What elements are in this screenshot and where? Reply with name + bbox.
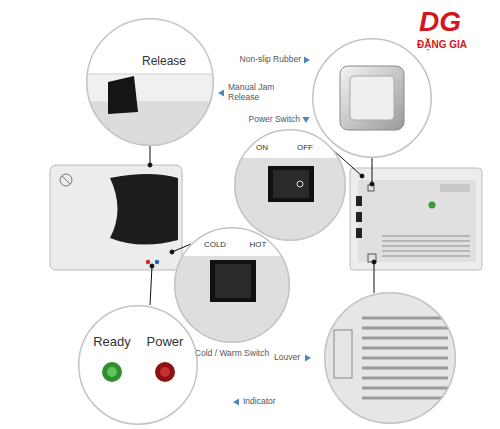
louver-closeup: [324, 292, 456, 424]
callout-ground: [78, 18, 456, 425]
laminator-back: [350, 168, 482, 270]
indicator-callout: ReadyPowerIndicator: [78, 305, 198, 425]
louver-callout: Louver: [324, 292, 456, 424]
rubber-foot-closeup: [340, 66, 404, 130]
callout-label: Non-slip Rubber: [240, 55, 301, 65]
callout-outline: [87, 19, 214, 146]
callout-outline: [325, 293, 456, 424]
callout-circle: [78, 305, 198, 425]
rubber-callout: Non-slip Rubber: [312, 38, 432, 158]
power-switch-closeup: [232, 158, 348, 248]
callout-label: Indicator: [243, 397, 276, 407]
callout-circle: [174, 227, 290, 343]
callout-outline: [175, 228, 290, 343]
logo-mark: DG: [419, 6, 461, 38]
switch-state: ON: [256, 143, 268, 152]
callout-circle: [312, 38, 432, 158]
release-closeup: [86, 74, 216, 152]
lamp-label: Ready: [93, 335, 131, 350]
heat-switch-closeup: [174, 256, 290, 346]
callout-outline: [79, 306, 198, 425]
power-switch-callout: Power SwitchONOFF: [234, 129, 346, 241]
laminator-front: [50, 165, 182, 270]
switch-state: HOT: [250, 240, 267, 249]
part-label: Release: [142, 55, 186, 69]
release-callout: ReleaseManual Jam Release: [86, 18, 214, 146]
callout-circle: [324, 292, 456, 424]
callout-outline: [235, 130, 346, 241]
callout-outline: [313, 39, 432, 158]
callout-label: Cold / Warm Switch: [195, 349, 269, 359]
callout-label: Power Switch: [249, 115, 301, 125]
callout-circle: [234, 129, 346, 241]
logo-text: ĐẶNG GIA: [417, 39, 467, 51]
callout-label: Manual Jam Release: [228, 83, 286, 103]
callout-circle: [86, 18, 214, 146]
switch-state: COLD: [204, 240, 226, 249]
indicator-closeup: [102, 362, 175, 382]
switch-state: OFF: [297, 143, 313, 152]
heat-switch-callout: COLDHOTCold / Warm Switch: [174, 227, 290, 343]
lamp-label: Power: [147, 335, 184, 350]
callout-label: Louver: [274, 353, 300, 363]
